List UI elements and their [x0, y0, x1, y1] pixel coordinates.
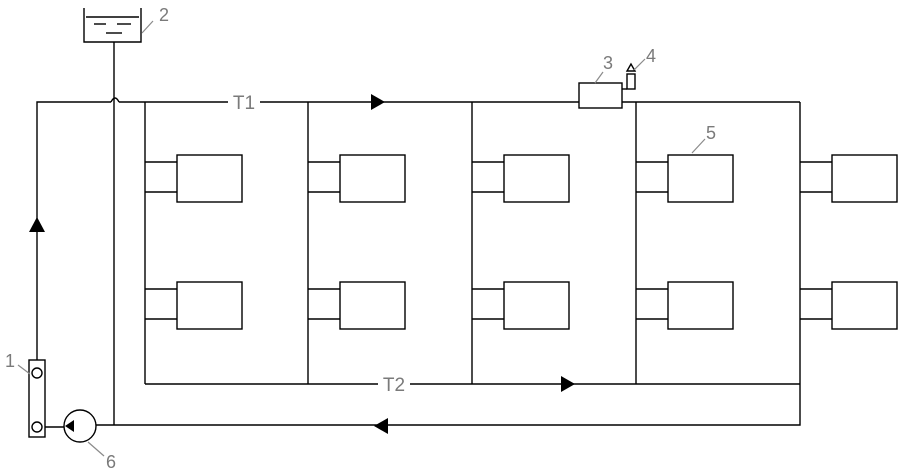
radiator-group	[176, 154, 898, 330]
supply-pipe-label: T1	[233, 93, 255, 114]
flow-arrow-right	[561, 376, 575, 392]
label-6: 6	[106, 452, 116, 471]
label-1: 1	[5, 351, 15, 371]
return-main-pipe	[43, 102, 801, 428]
radiator	[339, 281, 406, 330]
flow-arrow-left	[374, 418, 388, 434]
label-4: 4	[646, 46, 656, 66]
radiator	[667, 154, 734, 203]
flow-arrow-right	[371, 94, 385, 110]
circulation-pump	[63, 409, 97, 443]
radiator	[831, 154, 898, 203]
boiler	[28, 359, 46, 438]
radiator	[831, 281, 898, 330]
radiator	[503, 154, 570, 203]
radiator	[176, 154, 243, 203]
supply-unit	[578, 82, 627, 109]
radiator	[339, 154, 406, 203]
radiator	[503, 281, 570, 330]
air-vent	[625, 62, 637, 90]
riser-pipes	[144, 102, 637, 384]
flow-arrows	[29, 94, 575, 434]
label-3: 3	[603, 53, 613, 73]
return-pipe-label: T2	[383, 375, 405, 396]
supply-main-pipe	[36, 97, 800, 360]
radiator	[667, 281, 734, 330]
radiator	[176, 281, 243, 330]
t2-label-background	[378, 373, 410, 395]
leader-lines	[17, 20, 706, 457]
label-5: 5	[706, 123, 716, 143]
expansion-tank	[83, 8, 142, 43]
flow-arrow-up	[29, 217, 45, 232]
radiator-connections	[145, 161, 832, 320]
label-2: 2	[159, 5, 169, 25]
t1-label-background	[228, 91, 260, 113]
